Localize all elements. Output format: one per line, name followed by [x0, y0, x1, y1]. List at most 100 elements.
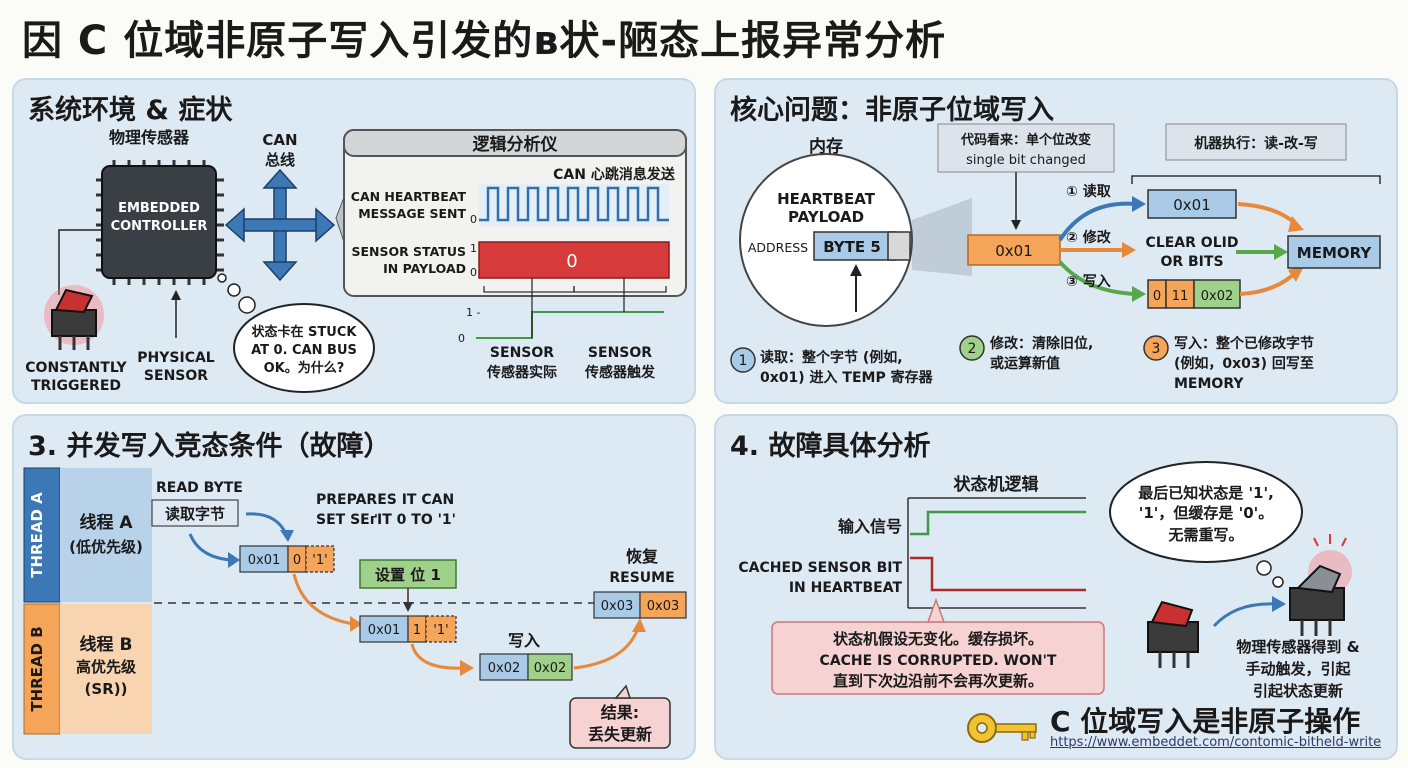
sensor-trigger-2: 传感器触发 [584, 364, 656, 381]
phys-3: 引起状态更新 [1253, 682, 1343, 700]
memory-box-label: MEMORY [1297, 244, 1373, 262]
footer-title: C 位域写入是非原子操作 [1050, 705, 1361, 738]
sensor-actual-2: 传感器实际 [486, 364, 557, 381]
a-bit1: '1' [312, 553, 327, 568]
prepares-2: SET SEґIT 0 TO '1' [316, 512, 456, 528]
thread-b-tab: THREAD B [28, 626, 46, 711]
bubble-line2: AT 0. CAN BUS [251, 343, 357, 358]
key-icon [967, 713, 1037, 743]
environment-diagram: 物理传感器 EMBEDDED CONTROLLER CAN 总线 [25, 128, 687, 394]
ch1-low: 0 [470, 213, 477, 226]
cached-bit-trace [910, 556, 1086, 592]
write-label: 写入 [508, 631, 540, 650]
ch2-value: 0 [566, 251, 577, 272]
panel-title: 核心问题：非原子位域写入 [730, 95, 1054, 126]
controller-line1: EMBEDDED [118, 201, 200, 216]
panel-title: 系统环境 & 症状 [28, 95, 233, 126]
clear-2: OR BITS [1160, 254, 1223, 270]
r-byte1: 0x03 [601, 599, 634, 614]
code-view-box [937, 123, 1115, 173]
src-byte: 0x01 [995, 242, 1033, 260]
cache-thought-bubble [1109, 461, 1303, 588]
cached-2: IN HEARTBEAT [789, 580, 903, 596]
constantly-line1: CONSTANTLY [25, 360, 127, 376]
analyzer-title: 逻辑分析仪 [473, 134, 559, 155]
footer-url[interactable]: https://www.embeddet.com/contomic-bithel… [1050, 735, 1382, 750]
input-signal-trace [910, 510, 1086, 536]
ch2-label-1: SENSOR STATUS [351, 244, 466, 259]
note3-num: 3 [1152, 341, 1161, 357]
code-view-2: single bit changed [966, 153, 1086, 168]
constantly-line2: TRIGGERED [31, 378, 121, 394]
thread-b-3: (SR)) [85, 680, 128, 698]
result-2: 丢失更新 [588, 725, 652, 744]
byte5-label: BYTE 5 [823, 238, 881, 256]
red-switch-icon [1147, 600, 1199, 668]
read-byte-en: READ BYTE [156, 480, 243, 496]
b-byte: 0x01 [368, 623, 401, 638]
a-bit0: 0 [293, 553, 301, 568]
level-0: 0 [458, 332, 465, 345]
machine-label: 机器执行：读-改-写 [1194, 135, 1318, 152]
physical-line1: PHYSICAL [137, 350, 215, 366]
heartbeat-2: PAYLOAD [788, 208, 864, 226]
prepares-1: PREPARES IT CAN [316, 492, 454, 508]
sensor-actual-1: SENSOR [490, 345, 554, 361]
stuck-thought-bubble [217, 273, 375, 393]
step3: ③ 写入 [1066, 274, 1111, 290]
read-temp-val: 0x01 [1173, 196, 1211, 214]
address-label: ADDRESS [748, 240, 808, 255]
ch2-low: 0 [470, 266, 477, 279]
can-bus-arrows [224, 168, 336, 282]
w-bit-11: 11 [1172, 289, 1189, 304]
note-2: CACHE IS CORRUPTED. WON'T [820, 653, 1057, 669]
ch1-label-1: CAN HEARTBEAT [351, 189, 467, 204]
b-bit1: 1 [413, 623, 421, 638]
bubble-line3: OK。为什么? [264, 360, 345, 376]
input-signal-label: 输入信号 [838, 517, 902, 536]
note-1: 状态机假设无变化。缓存损坏。 [833, 630, 1043, 648]
thread-a-tab: THREAD A [28, 492, 46, 578]
panel-title: 3. 并发写入竞态条件（故障） [28, 431, 391, 462]
sensor-status-bar [478, 241, 670, 279]
fault-diagram: 状态机逻辑 输入信号 CACHED SENSOR BIT IN HEARTBEA… [738, 461, 1360, 743]
w-byte1: 0x02 [488, 661, 521, 676]
note3-line3: MEMORY [1174, 376, 1244, 392]
phys-2: 手动触发，引起 [1245, 660, 1351, 678]
set-bit-label: 设置 位 1 [375, 566, 441, 584]
w-byte: 0x02 [1201, 289, 1234, 304]
thread-b-1: 线程 B [80, 634, 133, 655]
heartbeat-1: HEARTBEAT [777, 190, 876, 208]
fsm-label: 状态机逻辑 [954, 474, 1039, 495]
code-view-1: 代码看来：单个位改变 [960, 132, 1091, 148]
result-1: 结果: [600, 703, 639, 722]
machine-box [1165, 123, 1347, 161]
panel-title: 4. 故障具体分析 [730, 431, 931, 462]
read-temp-box [1147, 189, 1237, 219]
a-byte: 0x01 [248, 553, 281, 568]
w-bit-0: 0 [1153, 289, 1161, 304]
can-label-2: 总线 [265, 151, 295, 169]
rmw-diagram: 内存 HEARTBEAT PAYLOAD ADDRESS BYTE 5 代码看来… [730, 123, 1381, 392]
ch2-label-2: IN PAYLOAD [383, 261, 466, 276]
note1-line1: 读取：整个字节 (例如, [760, 349, 903, 366]
cached-1: CACHED SENSOR BIT [738, 560, 902, 576]
race-diagram: THREAD A 线程 A (低优先级) THREAD B 线程 B 高优先级 … [23, 467, 687, 749]
note1-line2: 0x01) 进入 TEMP 寄存器 [760, 369, 934, 386]
page-title: 因 C 位域非原子写入引发的ʙ状-陋态上报异常分析 [22, 18, 947, 64]
bubble4-2: '1'，但缓存是 '0'。 [1139, 504, 1273, 522]
bubble4-1: 最后已知状态是 '1', [1138, 484, 1274, 502]
resume-cn: 恢复 [626, 547, 659, 566]
thread-a-2: (低优先级) [69, 538, 143, 556]
bubble4-3: 无需重写。 [1167, 526, 1243, 544]
can-label-1: CAN [262, 131, 297, 149]
note2-line1: 修改：清除旧位, [989, 335, 1093, 352]
note3-line1: 写入：整个已修改字节 [1174, 335, 1314, 352]
note1-num: 1 [739, 353, 748, 369]
r-byte2: 0x03 [647, 599, 680, 614]
note2-num: 2 [968, 341, 977, 357]
ch1-label-2: MESSAGE SENT [358, 206, 466, 221]
memory-label: 内存 [809, 136, 843, 157]
heartbeat-waveform [479, 186, 669, 222]
sensor-trigger-1: SENSOR [588, 345, 652, 361]
